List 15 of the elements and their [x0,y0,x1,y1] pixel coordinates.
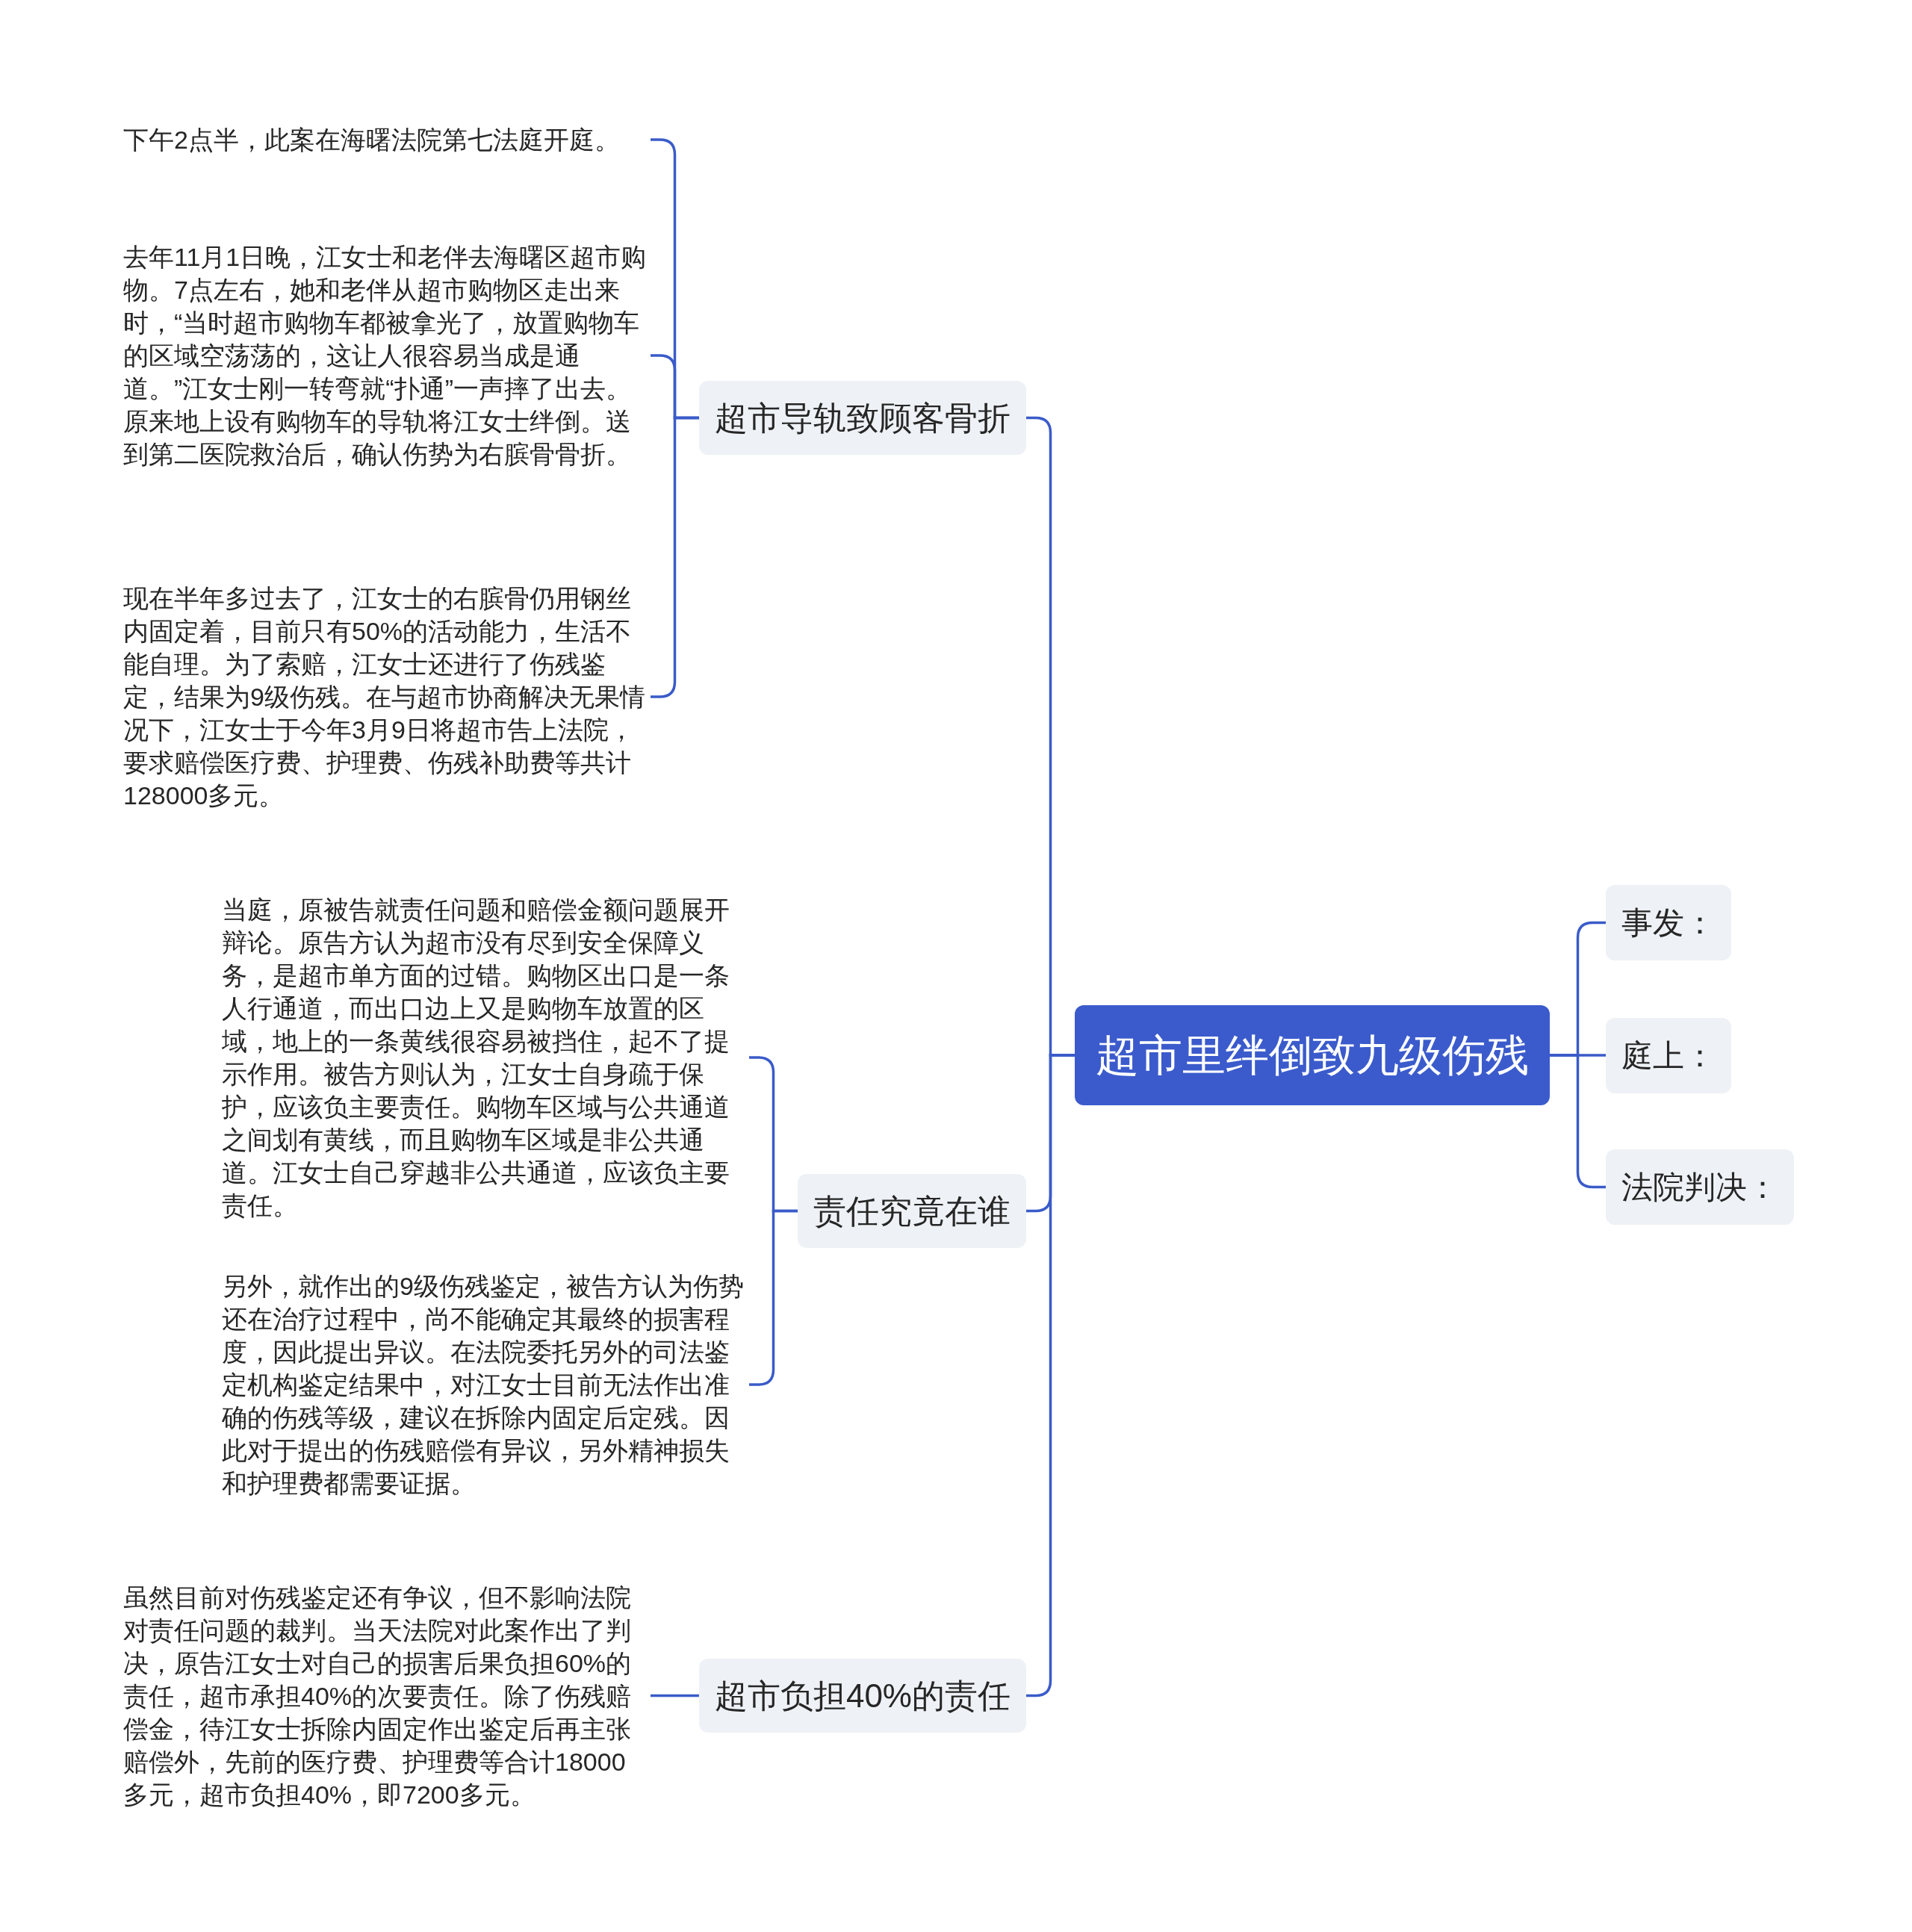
topic-box: 庭上： [1606,1018,1731,1093]
connector-line [651,1694,699,1698]
note-text: 去年11月1日晚，江女士和老伴去海曙区超市购物。7点左右，她和老伴从超市购物区走出来时，“当时超市购物车都被拿光了，放置购物车的区域空荡荡的，这让人很容易当成是通道。”江女士刚一转弯就“扑通”一声摔了出去。原来地上设有购物车的导轨将江女士绊倒。送到第二医院救治后，确认伤势为右膑骨骨折。 [123,240,651,470]
connector-line [1550,1054,1606,1189]
topic-box: 责任究竟在谁 [798,1174,1026,1248]
topic-box: 事发： [1606,885,1731,960]
note-text: 现在半年多过去了，江女士的右膑骨仍用钢丝内固定着，目前只有50%的活动能力，生活不能自理。为了索赔，江女士还进行了伤残鉴定，结果为9级伤残。在与超市协商解决无果情况下，江女士于今年3月9日将超市告上法院，要求赔偿医疗费、护理费、伤残补助费等共计128000多元。 [123,582,651,812]
note-text: 另外，就作出的9级伤残鉴定，被告方认为伤势还在治疗过程中，尚不能确定其最终的损害程度，因此提出异议。在法院委托另外的司法鉴定机构鉴定结果中，对江女士目前无法作出准确的伤残等级，建议在拆除内固定后定残。因此对于提出的伤残赔偿有异议，另外精神损失和护理费都需要证据。 [222,1270,749,1500]
central-topic-box: 超市里绊倒致九级伤残 [1075,1005,1550,1105]
topic-box: 法院判决： [1606,1149,1794,1225]
topic-box: 超市导轨致顾客骨折 [699,381,1026,455]
note-text: 当庭，原被告就责任问题和赔偿金额问题展开辩论。原告方认为超市没有尽到安全保障义务，是超市单方面的过错。购物区出口是一条人行通道，而出口边上又是购物车放置的区域，地上的一条黄线很容易被挡住，起不了提示作用。被告方则认为，江女士自身疏于保护，应该负主要责任。购物车区域与公共通道之间划有黄线，而且购物车区域是非公共通道。江女士自己穿越非公共通道，应该负主要责任。 [222,893,749,1222]
topic-box: 超市负担40%的责任 [698,1659,1026,1733]
note-text: 下午2点半，此案在海曙法院第七法庭开庭。 [123,123,651,156]
note-text: 虽然目前对伤残鉴定还有争议，但不影响法院对责任问题的裁判。当天法院对此案作出了判决，原告江女士对自己的损害后果负担60%的责任，超市承担40%的次要责任。除了伤残赔偿金，待江女士拆除内固定作出鉴定后再主张赔偿外，先前的医疗费、护理费等合计18000多元，超市负担40%，即7200多元。 [123,1581,651,1811]
